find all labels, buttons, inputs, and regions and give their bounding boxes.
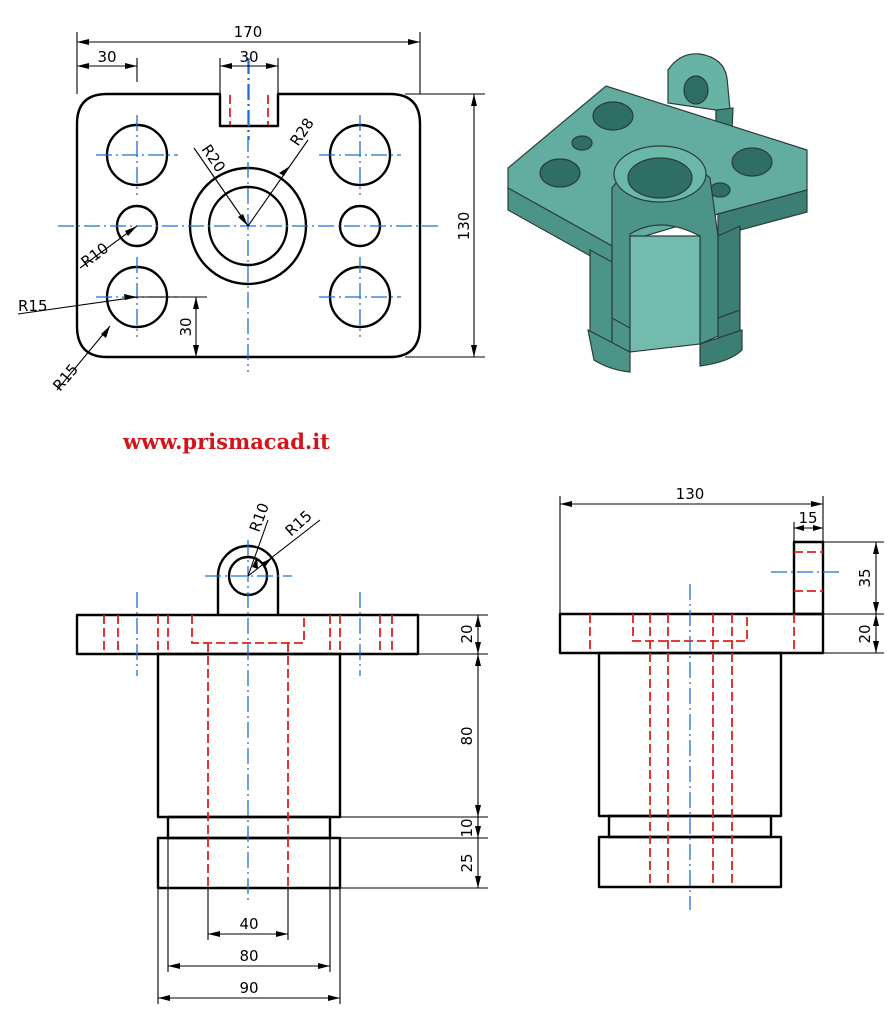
arrowhead [471, 94, 477, 106]
arrowhead [873, 542, 879, 554]
arrowhead [475, 876, 481, 888]
front-view: R10 R15 20 80 10 25 40 80 [75, 500, 488, 1004]
front-dim-10: 10 [458, 818, 476, 837]
iso-hole [709, 182, 731, 198]
iso-hole [731, 147, 773, 177]
arrowhead [266, 63, 278, 69]
side-dim-35: 35 [856, 568, 874, 587]
iso-base-right [699, 329, 743, 367]
arrowhead [873, 614, 879, 626]
arrowhead [408, 39, 420, 45]
arrowhead [813, 525, 823, 531]
arrowhead [77, 39, 89, 45]
arrowhead [193, 345, 199, 357]
dim-30-slot: 30 [239, 48, 258, 66]
arrowhead [252, 557, 258, 569]
arrowhead [794, 525, 804, 531]
arrowhead [279, 166, 290, 176]
arrowhead [158, 995, 170, 1001]
leader [56, 325, 111, 391]
front-dim-80-w: 80 [239, 947, 258, 965]
side-flange [558, 612, 825, 655]
front-dim-80: 80 [458, 726, 476, 745]
front-label-r10: R10 [246, 500, 273, 534]
arrowhead [471, 345, 477, 357]
iso-lug-hole [683, 75, 709, 105]
side-base [597, 835, 783, 889]
arrowhead [328, 995, 340, 1001]
front-dim-90: 90 [239, 979, 258, 997]
website-label[interactable]: www.prismacad.it [122, 429, 330, 454]
iso-plate-side [717, 189, 808, 237]
side-hidden-lines [589, 551, 823, 887]
front-label-r15: R15 [282, 507, 316, 540]
leader [247, 519, 321, 577]
dim-30-left: 30 [97, 48, 116, 66]
side-lug [792, 540, 825, 616]
front-neck [166, 815, 332, 840]
arrowhead [276, 931, 288, 937]
arrowhead [475, 654, 481, 666]
iso-hole [571, 135, 593, 151]
label-r28: R28 [286, 115, 317, 150]
leader [17, 296, 138, 315]
arrowhead [475, 615, 481, 627]
arrowhead [873, 641, 879, 653]
iso-base-left [587, 328, 631, 373]
label-r20: R20 [198, 141, 229, 176]
front-hidden-lines [103, 615, 393, 888]
iso-body-left [589, 248, 613, 347]
arrowhead [318, 963, 330, 969]
leader [247, 139, 309, 227]
top-plate-outline [75, 92, 422, 359]
arrowhead [811, 501, 823, 507]
leader [247, 519, 269, 577]
arrowhead [261, 558, 272, 568]
side-dim-15: 15 [798, 509, 817, 527]
arrowhead [475, 826, 481, 838]
arrowhead [208, 931, 220, 937]
arrowhead [873, 602, 879, 614]
top-view: 170 30 30 130 30 R20 R28 [17, 23, 485, 395]
dim-30-offset: 30 [177, 317, 195, 336]
isometric-view [507, 53, 808, 373]
side-view: 130 15 35 20 [558, 485, 884, 910]
arrowhead [124, 294, 137, 300]
iso-inner-bore [629, 235, 701, 353]
side-dim-130: 130 [676, 485, 705, 503]
iso-groove [717, 309, 741, 319]
front-dim-25: 25 [458, 853, 476, 872]
dim-130: 130 [455, 212, 473, 241]
front-dim-40: 40 [239, 915, 258, 933]
arrowhead [193, 297, 199, 309]
arrowhead [220, 63, 232, 69]
iso-body-right [717, 225, 741, 345]
arrowhead [238, 214, 248, 226]
front-base [156, 836, 342, 890]
iso-hole [592, 101, 634, 131]
iso-bore [627, 157, 693, 199]
label-r15-hole: R15 [18, 297, 48, 315]
dim-170: 170 [234, 23, 263, 41]
side-dim-20: 20 [856, 624, 874, 643]
arrowhead [560, 501, 572, 507]
arrowhead [77, 63, 89, 69]
arrowhead [125, 63, 137, 69]
arrowhead [125, 226, 137, 236]
arrowhead [168, 963, 180, 969]
leader [193, 147, 249, 227]
front-body [156, 652, 342, 819]
arrowhead [475, 805, 481, 817]
arrowhead [475, 642, 481, 654]
front-dim-20: 20 [458, 624, 476, 643]
iso-groove [611, 317, 631, 329]
arrowhead [101, 326, 110, 338]
iso-hole [539, 158, 581, 188]
